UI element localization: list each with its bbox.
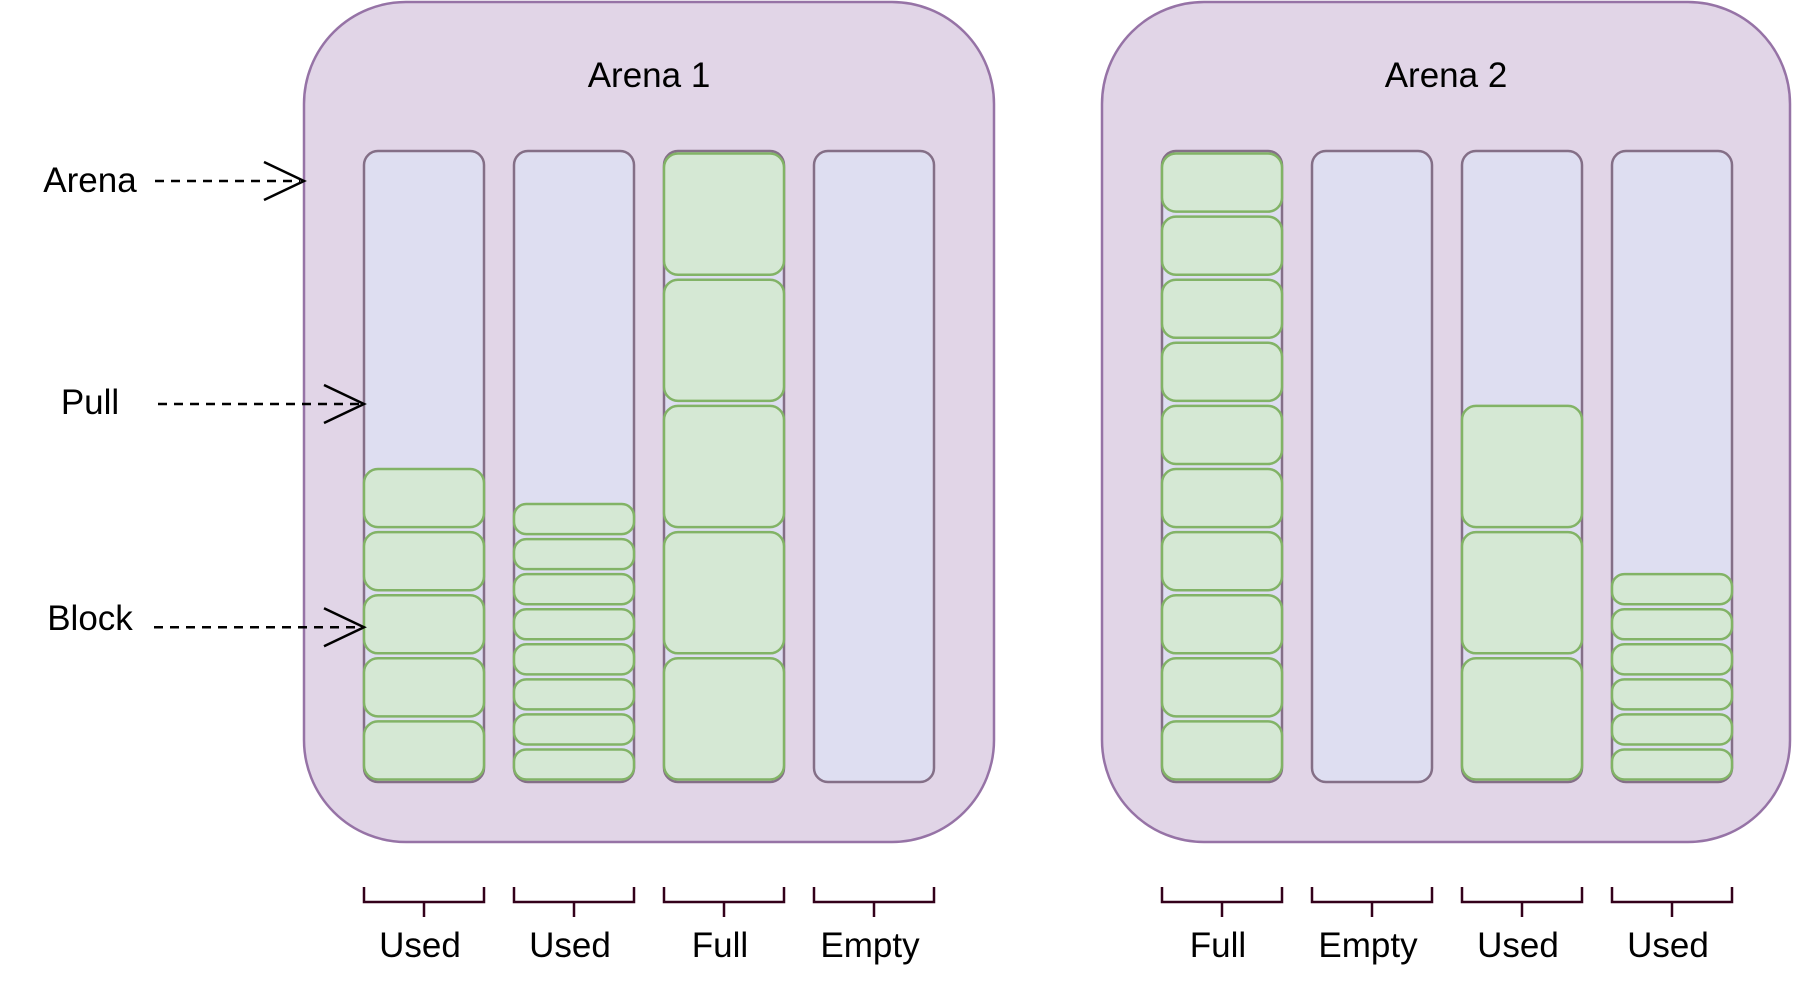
memory-block	[512, 502, 636, 536]
pool-bracket: Full	[662, 887, 786, 965]
pool-state-label: Used	[1477, 926, 1559, 965]
arena-1: Arena 1 Used Used Full Empty	[302, 0, 996, 965]
memory-block	[662, 278, 786, 403]
pool-bracket: Used	[362, 887, 486, 965]
pointer-label: Arena	[43, 161, 137, 200]
bracket-line	[812, 887, 936, 917]
arena-title: Arena 2	[1385, 56, 1508, 95]
memory-block	[512, 572, 636, 606]
pointer-label: Block	[47, 599, 133, 638]
bracket-line	[1610, 887, 1734, 917]
pool	[512, 149, 636, 784]
pool	[662, 149, 786, 784]
pointer-arena: Arena	[43, 160, 307, 202]
memory-block	[1160, 720, 1284, 781]
memory-block	[362, 467, 486, 529]
pool	[362, 149, 486, 784]
memory-block	[1460, 657, 1584, 781]
pool-state-label: Full	[692, 926, 748, 965]
pool-bracket: Full	[1160, 887, 1284, 965]
memory-block	[512, 713, 636, 746]
pool	[1160, 149, 1284, 784]
pool-bracket: Empty	[812, 887, 936, 965]
bracket-line	[512, 887, 636, 917]
pool-bracket: Used	[512, 887, 636, 965]
memory-block	[1160, 215, 1284, 276]
memory-block	[512, 748, 636, 781]
pool-box	[812, 149, 936, 784]
memory-block	[1610, 572, 1734, 606]
pool-state-label: Full	[1190, 926, 1246, 965]
memory-block	[512, 607, 636, 641]
memory-block	[662, 152, 786, 276]
arrowhead-icon	[323, 383, 367, 425]
pool-box	[1310, 149, 1434, 784]
memory-block	[1460, 530, 1584, 655]
memory-block	[512, 537, 636, 571]
pool-bracket: Empty	[1310, 887, 1434, 965]
memory-block	[362, 593, 486, 655]
memory-block	[1160, 278, 1284, 340]
memory-block	[1610, 713, 1734, 746]
memory-block	[1160, 467, 1284, 529]
pointer-label: Pull	[61, 383, 119, 422]
arrowhead-icon	[263, 160, 307, 202]
arrowhead-icon	[323, 607, 367, 648]
pool	[1310, 149, 1434, 784]
pool-bracket: Used	[1460, 887, 1584, 965]
memory-block	[362, 657, 486, 718]
memory-block	[512, 678, 636, 711]
bracket-line	[1460, 887, 1584, 917]
memory-block	[1160, 152, 1284, 213]
bracket-line	[1160, 887, 1284, 917]
pointer-pull: Pull	[61, 383, 367, 425]
memory-block	[1160, 404, 1284, 466]
bracket-line	[1310, 887, 1434, 917]
pool-state-label: Used	[379, 926, 461, 965]
bracket-line	[362, 887, 486, 917]
pool-state-label: Empty	[1318, 926, 1418, 965]
memory-block	[1610, 643, 1734, 676]
memory-block	[1610, 678, 1734, 711]
memory-block	[1160, 341, 1284, 403]
pool-state-label: Used	[1627, 926, 1709, 965]
pool-state-label: Empty	[820, 926, 920, 965]
pointer-block: Block	[47, 599, 367, 648]
memory-block	[1610, 748, 1734, 781]
memory-block	[512, 643, 636, 676]
arena-2: Arena 2 Full Empty Used Used	[1100, 0, 1792, 965]
memory-block	[362, 720, 486, 781]
pool	[1610, 149, 1734, 784]
memory-block	[1160, 593, 1284, 655]
pool-state-label: Used	[529, 926, 611, 965]
pool	[812, 149, 936, 784]
memory-block	[1460, 404, 1584, 529]
memory-block	[662, 404, 786, 529]
pool	[1460, 149, 1584, 784]
memory-block	[362, 530, 486, 592]
memory-block	[662, 657, 786, 781]
arena-title: Arena 1	[588, 56, 711, 95]
bracket-line	[662, 887, 786, 917]
memory-block	[1610, 607, 1734, 641]
pool-bracket: Used	[1610, 887, 1734, 965]
memory-block	[1160, 657, 1284, 718]
memory-block	[1160, 530, 1284, 592]
memory-block	[662, 530, 786, 655]
